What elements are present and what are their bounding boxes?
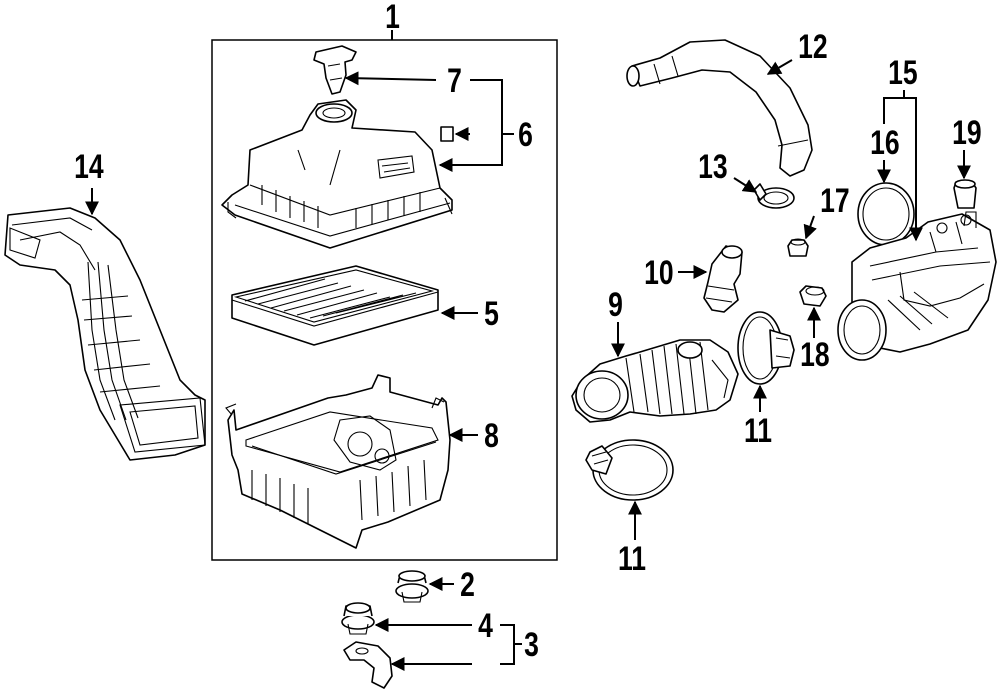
part-17-cap[interactable]: [787, 238, 809, 257]
part-11-hose-clamp-lower[interactable]: [585, 439, 674, 501]
part-10-connector[interactable]: [703, 245, 743, 313]
callout-5: 5: [484, 295, 499, 333]
part-2-grommet[interactable]: [395, 570, 429, 603]
callout-2: 2: [460, 566, 475, 604]
part-18-plug[interactable]: [799, 285, 827, 307]
part-16-gasket[interactable]: [857, 182, 915, 246]
callout-8: 8: [484, 417, 499, 455]
callout-labels: 1 7 6 5 8 2 4 3 14 9 10 13 12 17 18 11 1…: [74, 0, 982, 664]
callout-3: 3: [524, 626, 539, 664]
callout-17: 17: [820, 182, 850, 220]
callout-10: 10: [644, 254, 674, 292]
callout-9: 9: [608, 286, 623, 324]
callout-13: 13: [698, 148, 728, 186]
part-3-bracket[interactable]: [343, 641, 393, 689]
part-4-grommet[interactable]: [341, 602, 375, 635]
part-9-intake-hose[interactable]: [571, 339, 739, 423]
part-8-lower-case[interactable]: [225, 374, 451, 549]
part-14-intake-duct[interactable]: [4, 207, 206, 461]
callout-14: 14: [74, 148, 104, 186]
part-air-cleaner-cover[interactable]: [221, 99, 453, 249]
part-5-filter-element[interactable]: [231, 265, 439, 346]
part-7-sensor[interactable]: [313, 45, 357, 95]
part-19-cap[interactable]: [953, 179, 977, 209]
callout-4: 4: [478, 607, 493, 645]
callout-11-lower: 11: [618, 540, 646, 578]
leader-lines: [85, 30, 971, 671]
callout-12: 12: [798, 28, 828, 66]
callout-19: 19: [952, 114, 982, 152]
part-15-throttle-body[interactable]: [837, 211, 997, 361]
callout-11-upper: 11: [744, 412, 772, 450]
part-11-hose-clamp-upper[interactable]: [737, 311, 795, 385]
air-cleaner-assembly-box: [211, 39, 558, 561]
part-13-clamp[interactable]: [753, 183, 795, 209]
part-6-clip[interactable]: [440, 126, 454, 142]
callout-7: 7: [447, 62, 462, 100]
callout-6: 6: [518, 116, 533, 154]
callout-15: 15: [888, 54, 918, 92]
callout-16: 16: [870, 124, 900, 162]
callout-18: 18: [800, 336, 830, 374]
callout-1: 1: [385, 0, 400, 36]
